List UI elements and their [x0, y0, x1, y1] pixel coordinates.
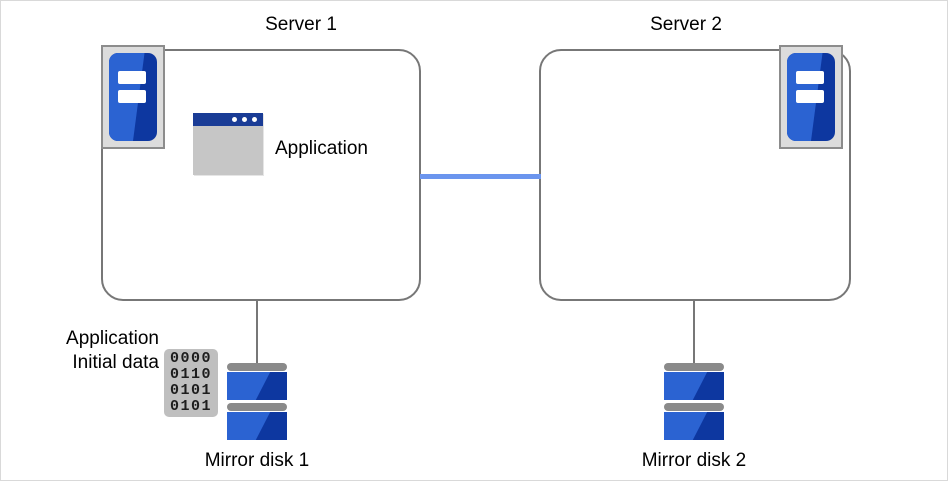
server2-title: Server 2 [650, 14, 722, 35]
window-dot-icon [232, 117, 237, 122]
server2-machine-icon [779, 45, 843, 149]
disk-cap [227, 363, 287, 371]
server1-title: Server 1 [265, 14, 337, 35]
initial-data-line1: Application [66, 328, 159, 349]
disk-platter [664, 412, 724, 440]
server2-to-disk2-connector [693, 301, 695, 367]
window-dot-icon [252, 117, 257, 122]
binary-row: 0110 [169, 365, 212, 383]
application-window-body [193, 126, 263, 175]
disk-platter [227, 412, 287, 440]
mirror-disk1-icon[interactable] [227, 363, 287, 440]
binary-data-icon: 0000 0110 0101 0101 [164, 349, 218, 417]
disk-cap [664, 363, 724, 371]
application-label: Application [275, 138, 368, 159]
mirror-disk1-label: Mirror disk 1 [204, 450, 310, 471]
disk-cap [664, 403, 724, 411]
initial-data-label: Application Initial data [1, 327, 159, 375]
server1-machine-icon [101, 45, 165, 149]
server-interconnect-line [420, 174, 541, 179]
server1-to-disk1-connector [256, 301, 258, 367]
initial-data-line2: Initial data [72, 351, 159, 373]
application-titlebar [193, 113, 263, 126]
disk-cap [227, 403, 287, 411]
mirror-disk2-icon[interactable] [664, 363, 724, 440]
binary-row: 0000 [169, 349, 212, 367]
mirror-disk2-label: Mirror disk 2 [641, 450, 747, 471]
disk-platter [664, 372, 724, 400]
window-dot-icon [242, 117, 247, 122]
binary-row: 0101 [169, 398, 212, 416]
disk-platter [227, 372, 287, 400]
application-window-icon [193, 113, 263, 175]
binary-row: 0101 [169, 382, 212, 399]
